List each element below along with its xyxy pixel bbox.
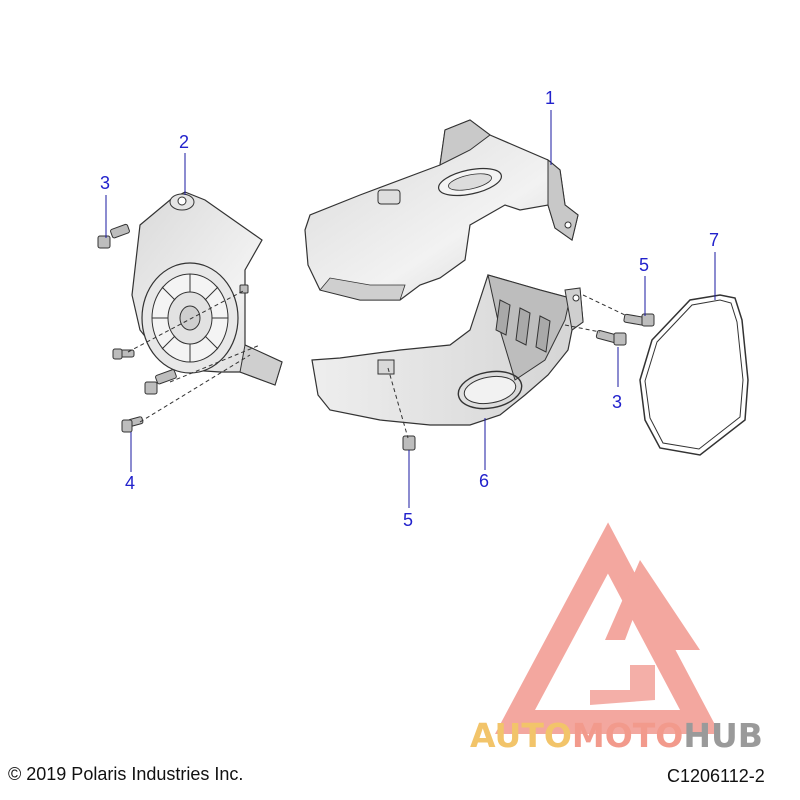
bolt-3-middle	[144, 369, 177, 395]
watermark-hub: HUB	[683, 716, 763, 755]
watermark-text: AUTOMOTOHUB	[470, 716, 763, 755]
watermark-auto: AUTO	[470, 716, 572, 755]
fasteners	[97, 223, 655, 451]
lower-cover-part-6	[311, 274, 584, 426]
callout-5-bottom: 5	[403, 510, 414, 530]
callout-3-right: 3	[612, 392, 623, 412]
fan-shroud-part-2	[131, 191, 283, 386]
watermark-moto: MOTO	[571, 716, 684, 755]
callout-2: 2	[179, 132, 190, 152]
callout-4: 4	[125, 473, 136, 493]
callout-1: 1	[545, 88, 556, 108]
screw-4-lower	[121, 416, 144, 433]
upper-shroud-part-1	[304, 119, 579, 301]
bolt-3-left	[97, 223, 130, 249]
copyright-text: © 2019 Polaris Industries Inc.	[8, 764, 244, 784]
gasket-part-7	[639, 294, 749, 456]
bolt-3-right	[595, 329, 627, 346]
callout-5-right: 5	[639, 255, 650, 275]
callout-6: 6	[479, 471, 490, 491]
leader-lines	[105, 110, 716, 508]
figure-code: C1206112-2	[667, 766, 765, 786]
callout-3-left: 3	[100, 173, 111, 193]
screw-4-upper	[112, 348, 135, 360]
watermark-logo	[494, 522, 720, 734]
bolt-5-right	[623, 313, 655, 327]
callout-7: 7	[709, 230, 720, 250]
assembly-lines	[127, 289, 626, 439]
bolt-5-bottom	[402, 435, 416, 451]
